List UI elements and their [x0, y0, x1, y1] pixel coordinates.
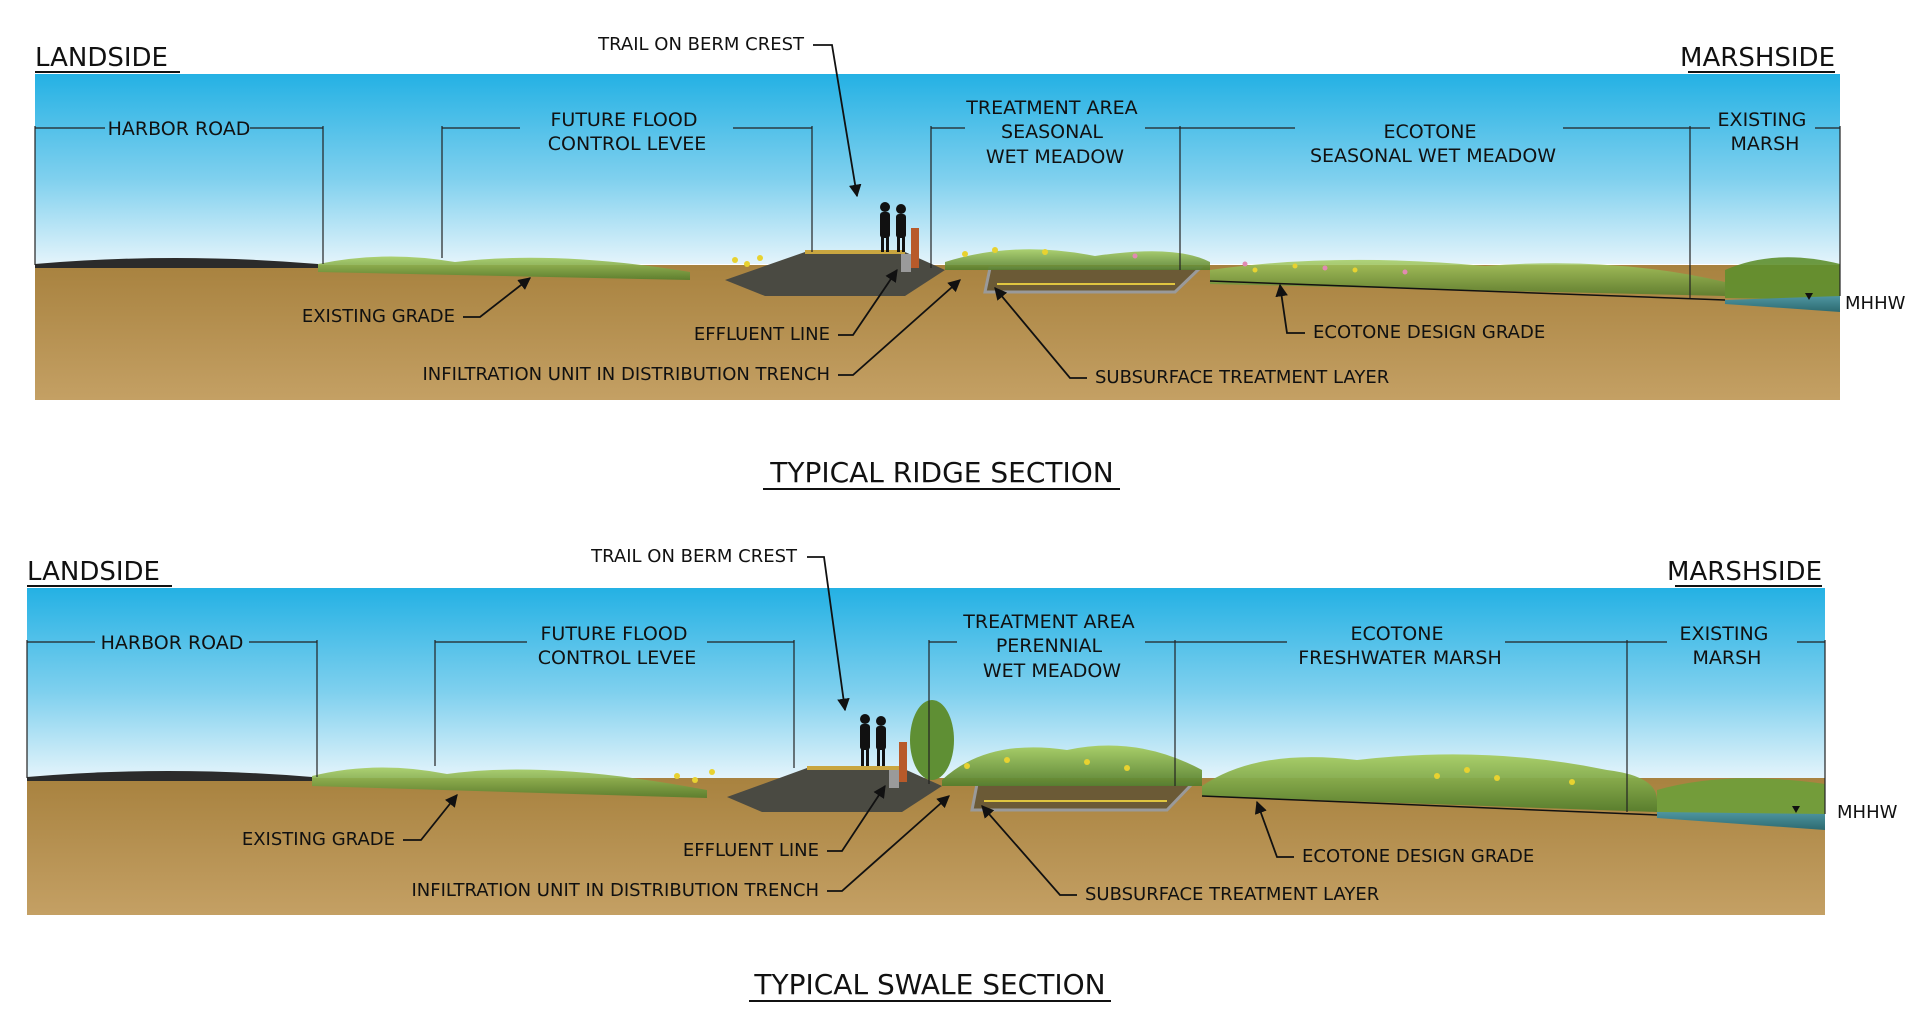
effluent-pipe-post — [911, 228, 919, 268]
callout-mhhw: MHHW — [1837, 802, 1898, 823]
landside-heading: LANDSIDE — [27, 557, 160, 587]
trail-surface — [807, 766, 902, 770]
zone-existing-marsh: EXISTING MARSH — [1680, 623, 1775, 669]
road-surface — [27, 771, 312, 781]
berm — [727, 768, 942, 812]
caption-ridge-section: TYPICAL RIDGE SECTION — [769, 456, 1113, 489]
zone-ecotone: ECOTONE FRESHWATER MARSH — [1298, 623, 1502, 669]
callout-trail: TRAIL ON BERM CREST — [590, 546, 798, 567]
trail-surface — [805, 250, 905, 254]
zone-harbor-road: HARBOR ROAD — [101, 632, 244, 654]
callout-subsurface-layer: SUBSURFACE TREATMENT LAYER — [1085, 884, 1379, 905]
swale-section: LANDSIDE MARSHSIDE — [26, 546, 1898, 1002]
caption-swale-section: TYPICAL SWALE SECTION — [753, 968, 1105, 1001]
callout-mhhw: MHHW — [1845, 293, 1906, 314]
zone-ecotone: ECOTONE SEASONAL WET MEADOW — [1310, 121, 1556, 167]
callout-infiltration-unit: INFILTRATION UNIT IN DISTRIBUTION TRENCH — [422, 364, 830, 385]
zone-treatment-area: TREATMENT AREA PERENNIAL WET MEADOW — [962, 611, 1140, 682]
marsh-water — [1657, 812, 1825, 830]
soil — [27, 778, 1825, 915]
soil — [35, 265, 1840, 400]
zone-flood-levee: FUTURE FLOOD CONTROL LEVEE — [548, 109, 706, 155]
people-silhouette — [860, 714, 886, 766]
road-surface — [35, 258, 318, 268]
subsurface-treatment-layer — [970, 782, 1196, 812]
effluent-pipe-post — [899, 742, 907, 782]
shrub — [910, 700, 954, 780]
callout-effluent-line: EFFLUENT LINE — [683, 840, 819, 861]
zone-flood-levee: FUTURE FLOOD CONTROL LEVEE — [538, 623, 696, 669]
landside-heading: LANDSIDE — [35, 43, 168, 73]
zone-treatment-area: TREATMENT AREA SEASONAL WET MEADOW — [965, 97, 1143, 168]
wildflowers — [732, 247, 1358, 273]
subsurface-treatment-layer — [983, 266, 1204, 294]
ridge-section: LANDSIDE MARSHSIDE — [34, 34, 1906, 490]
zone-harbor-road: HARBOR ROAD — [108, 118, 251, 140]
callout-existing-grade: EXISTING GRADE — [242, 829, 395, 850]
callout-ecotone-grade: ECOTONE DESIGN GRADE — [1313, 322, 1545, 343]
callout-trail: TRAIL ON BERM CREST — [597, 34, 805, 55]
marsh-water — [1725, 296, 1840, 312]
callout-ecotone-grade: ECOTONE DESIGN GRADE — [1302, 846, 1534, 867]
wildflowers — [674, 757, 1575, 785]
callout-subsurface-layer: SUBSURFACE TREATMENT LAYER — [1095, 367, 1389, 388]
marshside-heading: MARSHSIDE — [1667, 557, 1822, 587]
sky — [35, 74, 1840, 264]
berm — [725, 252, 945, 296]
marshside-heading: MARSHSIDE — [1680, 43, 1835, 73]
zone-existing-marsh: EXISTING MARSH — [1718, 109, 1813, 155]
callout-infiltration-unit: INFILTRATION UNIT IN DISTRIBUTION TRENCH — [411, 880, 819, 901]
callout-existing-grade: EXISTING GRADE — [302, 306, 455, 327]
callout-effluent-line: EFFLUENT LINE — [694, 324, 830, 345]
people-silhouette — [880, 202, 906, 252]
